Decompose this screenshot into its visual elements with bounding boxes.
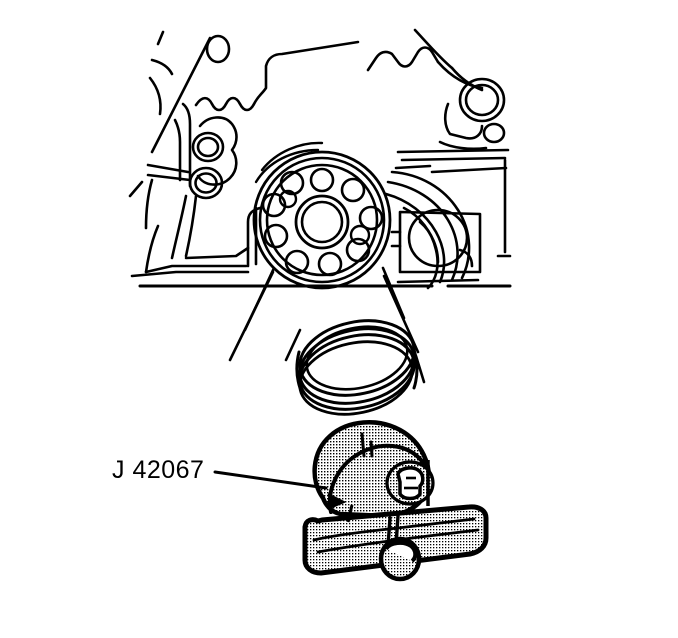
crankshaft-pulley-hub (252, 141, 392, 290)
oil-seal-ring (295, 319, 419, 416)
tool-number-label: J 42067 (112, 456, 204, 484)
tool-pin-knob (378, 536, 422, 582)
callout-leader-line (213, 470, 328, 490)
installer-tool-j42067 (302, 420, 489, 582)
tool-shoulder-edge (327, 443, 426, 514)
engine-block-outline (128, 28, 512, 290)
tool-center-bolt (385, 460, 435, 506)
tool-surface-ticks (360, 432, 374, 458)
tool-shaft (346, 504, 354, 523)
tool-callout: J 42067 (112, 456, 328, 490)
tool-notch (327, 493, 347, 509)
